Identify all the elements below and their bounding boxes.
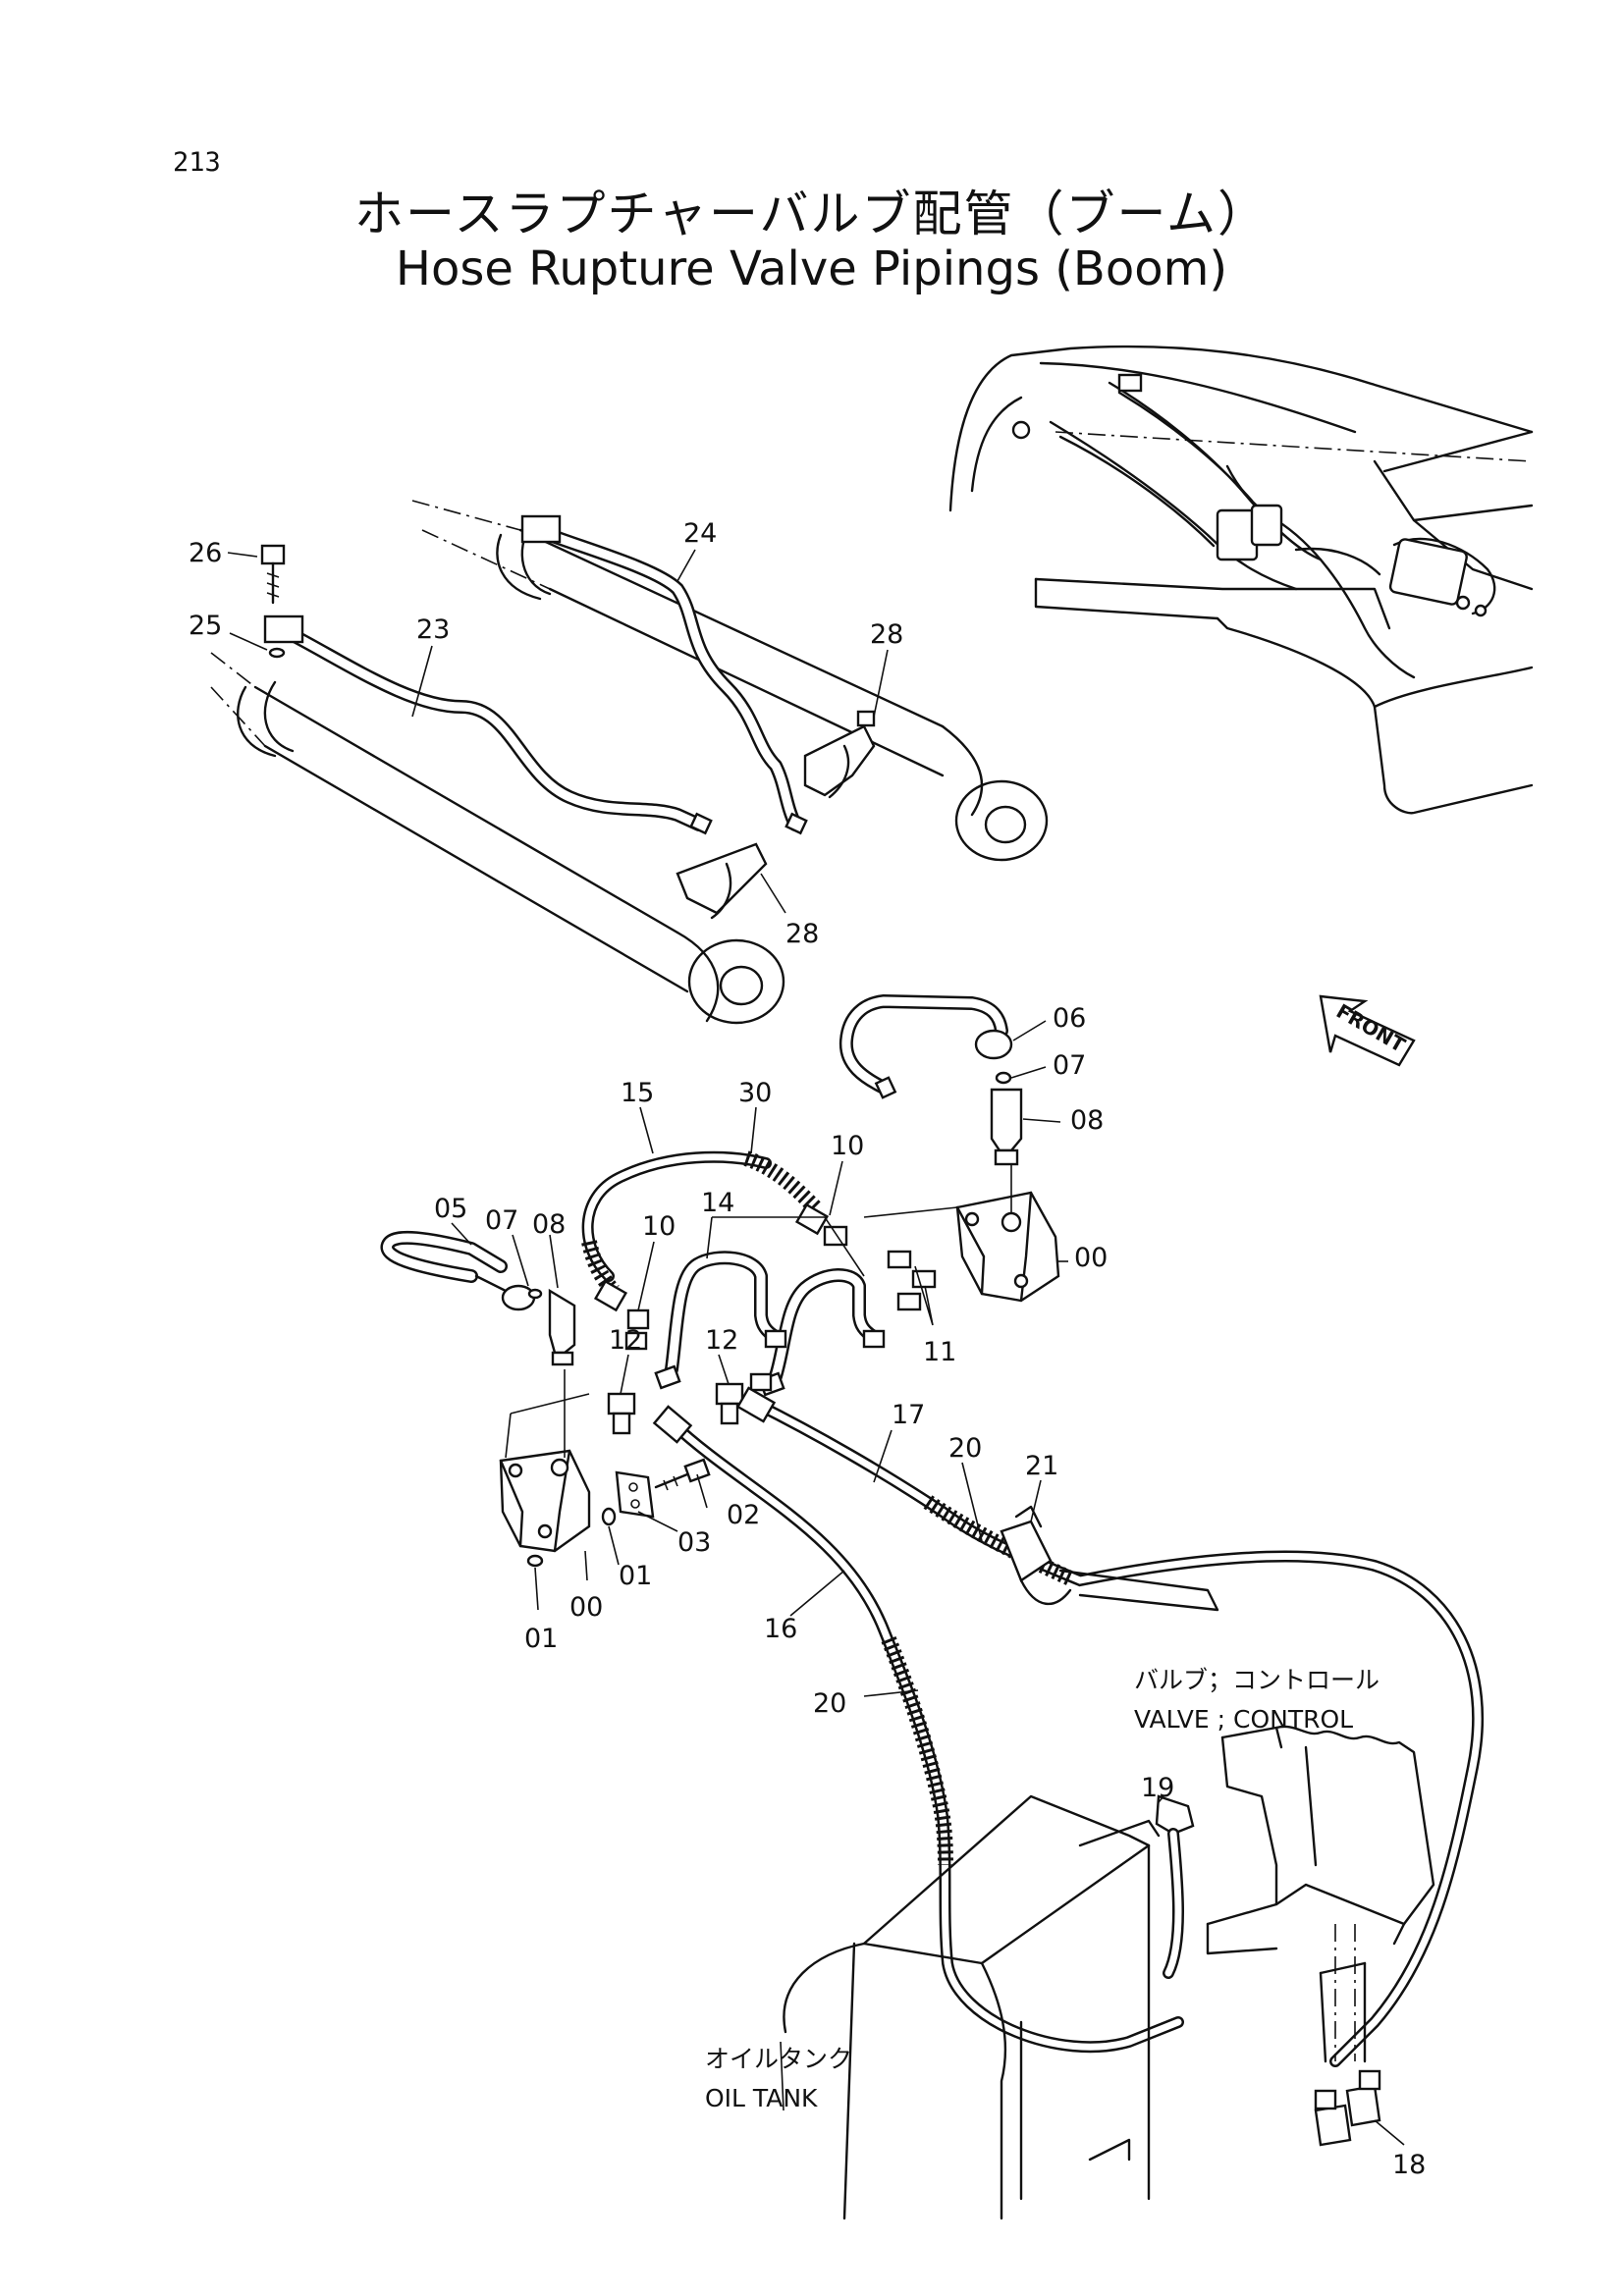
callout-07-left: 07 — [485, 1205, 518, 1236]
block-upper — [520, 514, 562, 544]
note-oil-tank-en: OIL TANK — [705, 2084, 818, 2112]
note-control-valve-en: VALVE ; CONTROL — [1134, 1705, 1353, 1734]
callout-21: 21 — [1025, 1451, 1058, 1481]
hose-17 — [735, 1386, 1485, 2067]
callout-10-left: 10 — [642, 1211, 676, 1242]
block-25 — [263, 614, 304, 644]
note-control-valve-jp: バルブ；コントロール — [1134, 1666, 1380, 1694]
control-valve-drawing — [1206, 1725, 1435, 2063]
leader-lines — [227, 549, 1405, 2146]
callout-25: 25 — [189, 611, 222, 641]
elbow-10-right — [794, 1202, 848, 1247]
o-ring-01-side — [601, 1507, 617, 1526]
protector-20-lower — [881, 1636, 953, 1866]
callout-28-lower: 28 — [785, 919, 819, 949]
tees-12 — [607, 1372, 773, 1435]
callout-00-right: 00 — [1074, 1243, 1108, 1273]
callout-20-lower: 20 — [813, 1688, 846, 1719]
clamp-28-lower — [676, 842, 768, 920]
callout-18: 18 — [1392, 2150, 1426, 2180]
bolt-26 — [260, 544, 286, 605]
callout-30: 30 — [738, 1078, 772, 1108]
callout-28-upper: 28 — [870, 619, 903, 650]
hose-16 — [652, 1405, 1184, 2054]
callout-07-right: 07 — [1053, 1050, 1086, 1081]
bolt-02 — [654, 1458, 711, 1491]
callout-26: 26 — [189, 538, 222, 568]
callout-08-right: 08 — [1070, 1105, 1104, 1136]
callout-12-right: 12 — [705, 1325, 738, 1356]
callout-00-left: 00 — [569, 1592, 603, 1623]
machine-frame-drawing — [948, 345, 1534, 815]
callout-numbers: 26 25 23 24 28 28 06 07 08 15 30 10 14 0… — [189, 518, 1426, 2180]
page-title-english: Hose Rupture Valve Pipings (Boom) — [395, 241, 1228, 296]
elbow-08-left — [548, 1288, 576, 1366]
callout-19: 19 — [1141, 1773, 1174, 1803]
fitting-18 — [1314, 2069, 1381, 2147]
o-ring-07 — [995, 1071, 1012, 1085]
protector-30 — [743, 1150, 821, 1213]
clamp-21 — [1000, 1505, 1072, 1606]
washer-25 — [268, 647, 286, 659]
component-notes: バルブ；コントロール VALVE ; CONTROL オイルタンク OIL TA… — [705, 1666, 1380, 2112]
bracket-plate — [1058, 1569, 1219, 1612]
callout-23: 23 — [416, 614, 450, 645]
clamp-28-upper — [803, 710, 876, 799]
callout-12-left: 12 — [609, 1325, 642, 1356]
callout-24: 24 — [683, 518, 717, 549]
boom-cylinder-lower — [210, 652, 785, 1025]
page-number: 213 — [173, 147, 221, 178]
callout-08-left: 08 — [532, 1209, 566, 1240]
callout-15: 15 — [621, 1078, 654, 1108]
front-arrow-icon: FRONT — [1319, 994, 1416, 1067]
callout-02: 02 — [727, 1500, 760, 1530]
page-title-japanese: ホースラプチャーバルブ配管（ブーム） — [354, 186, 1269, 242]
fitting-19 — [1155, 1794, 1195, 1979]
pipe-06 — [839, 994, 1013, 1099]
callout-03: 03 — [677, 1527, 711, 1558]
pipe-24 — [543, 528, 808, 835]
connectors-11 — [887, 1250, 937, 1311]
callout-01-side: 01 — [619, 1561, 652, 1591]
o-ring-07-left — [527, 1288, 543, 1300]
elbow-10-left — [593, 1279, 650, 1351]
callout-17: 17 — [892, 1400, 925, 1430]
rupture-valve-00-left — [499, 1369, 591, 1553]
plate-03 — [615, 1470, 655, 1519]
callout-01-lower: 01 — [524, 1624, 558, 1654]
boom-cylinder-upper — [411, 500, 1049, 862]
oil-tank-drawing — [783, 1794, 1161, 2220]
callout-14: 14 — [701, 1188, 734, 1218]
callout-20-upper: 20 — [948, 1433, 982, 1464]
callout-16: 16 — [764, 1614, 797, 1644]
callout-06: 06 — [1053, 1003, 1086, 1034]
callout-11: 11 — [923, 1337, 956, 1367]
pipe-05 — [380, 1230, 536, 1311]
note-oil-tank-jp: オイルタンク — [705, 2045, 852, 2073]
callout-10-right: 10 — [831, 1131, 864, 1161]
rupture-valve-00-right — [863, 1164, 1060, 1303]
o-ring-01-lower — [526, 1554, 544, 1568]
elbow-08 — [990, 1088, 1023, 1166]
pipe-23 — [288, 629, 713, 835]
callout-05: 05 — [434, 1194, 467, 1224]
